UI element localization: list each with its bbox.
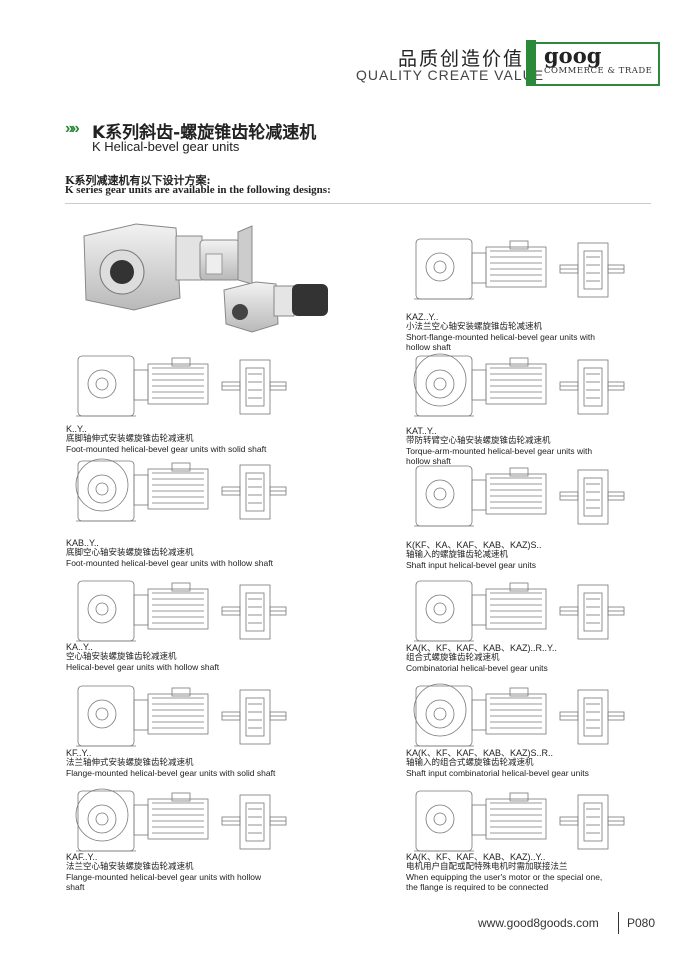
gear-unit-drawing [414,465,625,527]
design-description-english-cont: hollow shaft [406,342,451,352]
design-description-chinese: 轴输入的螺旋锥齿轮减速机 [406,550,509,560]
double-arrow-icon: »» [65,120,80,137]
design-code: KA(K、KF、KAF、KAB、KAZ)S..R.. [406,748,554,758]
logo-wordmark: goog [544,43,602,68]
design-description-chinese: 小法兰空心轴安装螺旋锥齿轮减速机 [406,322,543,332]
brand-logo: goog COMMERCE & TRADE [526,40,666,86]
logo-green-bar [526,40,536,86]
design-code: KA(K、KF、KAF、KAB、KAZ)..R..Y.. [406,643,557,653]
section-title-chinese: K系列斜齿-螺旋锥齿轮减速机 [92,123,317,143]
design-description-chinese: 底脚空心轴安装螺旋锥齿轮减速机 [66,548,194,558]
gear-unit-drawing [414,580,625,642]
design-description-english-cont: shaft [66,882,85,892]
gear-unit-drawing [76,685,287,747]
page-number: P080 [627,916,656,930]
design-description-english: Combinatorial helical-bevel gear units [406,663,548,673]
slogan-chinese: 品质创造价值 [398,48,525,70]
design-description-english: Foot-mounted helical-bevel gear units wi… [66,444,267,454]
design-code: KAZ..Y.. [406,312,439,322]
design-description-chinese: 底脚轴伸式安装螺旋锥齿轮减速机 [66,434,194,444]
website-url[interactable]: www.good8goods.com [478,916,599,930]
design-description-chinese: 法兰轴伸式安装螺旋锥齿轮减速机 [66,758,194,768]
design-code: KAF..Y.. [66,852,98,862]
gear-unit-drawing [76,580,287,642]
gear-unit-drawing [413,683,625,747]
design-description-english: Short-flange-mounted helical-bevel gear … [406,332,595,342]
design-code: KAT..Y.. [406,426,437,436]
design-description-english: Shaft input helical-bevel gear units [406,560,536,570]
design-description-english: Flange-mounted helical-bevel gear units … [66,872,262,882]
divider [65,203,651,204]
design-code: KF..Y.. [66,748,92,758]
intro-english: K series gear units are available in the… [65,184,331,196]
design-code: KA(K、KF、KAF、KAB、KAZ)..Y.. [406,852,546,862]
design-description-chinese: 空心轴安装螺旋锥齿轮减速机 [66,652,177,662]
design-description-chinese: 电机用户自配或配特殊电机时需加联接法兰 [406,862,568,872]
gear-unit-drawing [414,238,625,300]
gear-unit-drawing [413,353,625,417]
design-description-chinese: 轴输入的组合式螺旋锥齿轮减速机 [406,758,534,768]
design-description-english: Flange-mounted helical-bevel gear units … [66,768,276,778]
design-description-english-cont: the flange is required to be connected [406,882,549,892]
footer-divider [618,912,619,934]
design-code: K(KF、KA、KAF、KAB、KAZ)S.. [406,540,542,550]
design-description-chinese: 带防转臂空心轴安装螺旋锥齿轮减速机 [406,436,551,446]
right-design-item: KA(K、KF、KAF、KAB、KAZ)..Y..电机用户自配或配特殊电机时需加… [406,852,602,892]
design-description-chinese: 法兰空心轴安装螺旋锥齿轮减速机 [66,862,194,872]
design-code: KA..Y.. [66,642,93,652]
gear-unit-drawing [76,355,287,417]
design-description-english: Torque-arm-mounted helical-bevel gear un… [406,446,593,456]
design-description-english: Helical-bevel gear units with hollow sha… [66,662,220,672]
design-code: K..Y.. [66,424,87,434]
design-description-english: Shaft input combinatorial helical-bevel … [406,768,589,778]
logo-subtitle: COMMERCE & TRADE [544,66,653,76]
design-code: KAB..Y.. [66,538,99,548]
gear-unit-drawing [75,788,287,852]
design-description-english: When equipping the user's motor or the s… [406,872,603,882]
intro-chinese: K系列减速机有以下设计方案: [65,174,211,187]
right-design-item: KA(K、KF、KAF、KAB、KAZ)S..R..轴输入的组合式螺旋锥齿轮减速… [406,748,589,778]
gear-motor-photo [83,223,328,333]
gear-unit-drawing [75,458,287,522]
section-title-english: K Helical-bevel gear units [92,139,240,154]
slogan-english: QUALITY CREATE VALUE [356,67,545,83]
design-description-english: Foot-mounted helical-bevel gear units wi… [66,558,273,568]
design-description-english-cont: hollow shaft [406,456,451,466]
gear-unit-drawing [414,790,625,852]
logo-frame [526,42,660,86]
design-description-chinese: 组合式螺旋锥齿轮减速机 [406,653,500,663]
